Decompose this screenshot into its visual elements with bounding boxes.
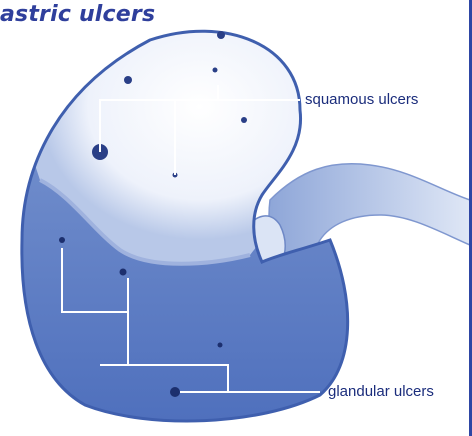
squamous-ulcers-label: squamous ulcers [305,91,418,108]
glandular-ulcers-label: glandular ulcers [328,383,434,400]
